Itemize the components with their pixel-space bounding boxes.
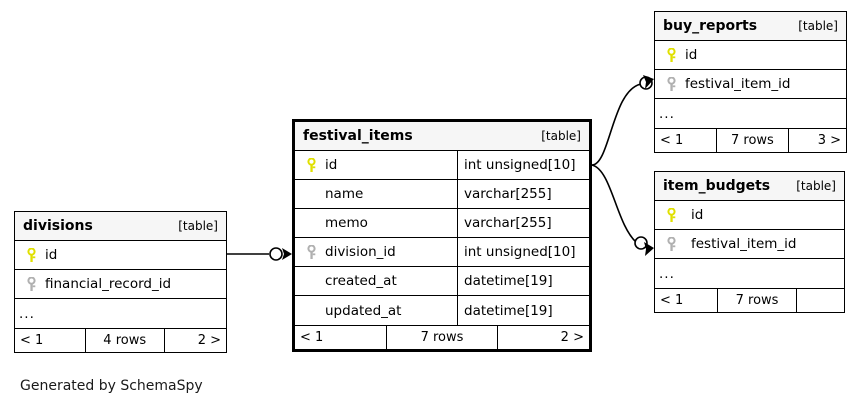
column-name: id <box>691 207 704 223</box>
crowfoot-festival-items-division <box>282 248 292 260</box>
table-item-budgets-columns: id festival_item_id ... <box>655 201 844 288</box>
table-buy-reports-tag: [table] <box>798 19 838 33</box>
next-page-button[interactable]: 3 > <box>817 133 841 148</box>
column-row[interactable]: name varchar[255] <box>295 180 589 209</box>
column-name: id <box>325 157 338 173</box>
row-count-label: 7 rows <box>717 289 797 312</box>
column-name: name <box>325 186 364 202</box>
column-row-more[interactable]: ... <box>655 99 846 128</box>
column-type: datetime[19] <box>457 267 589 295</box>
primary-key-icon <box>301 157 321 173</box>
table-item-budgets-tag: [table] <box>796 179 836 193</box>
column-name: festival_item_id <box>691 236 797 252</box>
foreign-key-icon <box>661 236 681 252</box>
column-row[interactable]: id <box>655 201 844 230</box>
table-buy-reports-columns: id festival_item_id ... <box>655 41 846 128</box>
column-name: financial_record_id <box>45 276 172 292</box>
crowfoot-item-budgets <box>644 242 654 256</box>
column-name: ... <box>19 305 35 322</box>
row-count-label: 7 rows <box>386 326 498 349</box>
column-name: created_at <box>325 273 397 289</box>
foreign-key-icon <box>21 276 41 292</box>
column-row-more[interactable]: ... <box>15 299 226 328</box>
column-row[interactable]: festival_item_id <box>655 230 844 259</box>
table-divisions-tag: [table] <box>178 219 218 233</box>
foreign-key-icon <box>301 244 321 260</box>
optional-marker-divisions <box>269 247 283 261</box>
prev-page-button[interactable]: < 1 <box>660 293 684 308</box>
column-type: varchar[255] <box>457 180 589 208</box>
optional-marker-item-budgets <box>634 236 648 250</box>
column-row[interactable]: id int unsigned[10] <box>295 151 589 180</box>
column-type: int unsigned[10] <box>457 238 589 266</box>
column-name: ... <box>659 265 675 282</box>
column-type: datetime[19] <box>457 296 589 325</box>
table-divisions-header: divisions [table] <box>15 212 226 241</box>
column-row-more[interactable]: ... <box>655 259 844 288</box>
table-item-budgets[interactable]: item_budgets [table] id <box>654 171 845 313</box>
prev-page-button[interactable]: < 1 <box>660 133 684 148</box>
primary-key-icon <box>21 247 41 263</box>
column-type: varchar[255] <box>457 209 589 237</box>
column-row[interactable]: festival_item_id <box>655 70 846 99</box>
prev-page-button[interactable]: < 1 <box>300 330 324 345</box>
table-festival-items-tag: [table] <box>541 129 581 143</box>
column-name: division_id <box>325 244 396 260</box>
table-festival-items-header: festival_items [table] <box>295 122 589 151</box>
table-divisions-columns: id financial_record_id ... <box>15 241 226 328</box>
table-divisions[interactable]: divisions [table] id f <box>14 211 227 353</box>
table-item-budgets-name: item_budgets <box>663 178 771 194</box>
next-page-button[interactable]: 2 > <box>560 330 584 345</box>
column-name: ... <box>659 105 675 122</box>
table-divisions-name: divisions <box>23 218 93 234</box>
table-item-budgets-header: item_budgets [table] <box>655 172 844 201</box>
column-name: updated_at <box>325 302 402 319</box>
table-festival-items-footer: < 1 7 rows 2 > <box>295 325 589 349</box>
column-row[interactable]: id <box>15 241 226 270</box>
column-row[interactable]: memo varchar[255] <box>295 209 589 238</box>
column-row[interactable]: updated_at datetime[19] <box>295 296 589 325</box>
table-item-budgets-footer: < 1 7 rows <box>655 288 844 312</box>
foreign-key-icon <box>661 76 681 92</box>
column-row[interactable]: division_id int unsigned[10] <box>295 238 589 267</box>
table-festival-items-columns: id int unsigned[10] name varchar[255] me… <box>295 151 589 325</box>
primary-key-icon <box>661 207 681 223</box>
relation-festival-items-item-budgets <box>591 164 638 244</box>
table-buy-reports-name: buy_reports <box>663 18 758 34</box>
next-page-button[interactable] <box>797 289 844 312</box>
crowfoot-buy-reports <box>643 75 654 89</box>
column-name: id <box>685 47 698 63</box>
relation-festival-items-buy-reports <box>591 83 642 166</box>
column-name: memo <box>325 215 368 231</box>
table-festival-items[interactable]: festival_items [table] id int unsigned[1… <box>292 119 592 352</box>
column-type: int unsigned[10] <box>457 151 589 179</box>
column-row[interactable]: id <box>655 41 846 70</box>
table-buy-reports-header: buy_reports [table] <box>655 12 846 41</box>
table-buy-reports-footer: < 1 7 rows 3 > <box>655 128 846 152</box>
table-divisions-footer: < 1 4 rows 2 > <box>15 328 226 352</box>
next-page-button[interactable]: 2 > <box>197 333 221 348</box>
column-row[interactable]: created_at datetime[19] <box>295 267 589 296</box>
table-buy-reports[interactable]: buy_reports [table] id <box>654 11 847 153</box>
optional-marker-buy-reports <box>639 76 653 90</box>
row-count-label: 7 rows <box>716 129 789 152</box>
column-name: id <box>45 247 58 263</box>
prev-page-button[interactable]: < 1 <box>20 333 44 348</box>
column-row[interactable]: financial_record_id <box>15 270 226 299</box>
column-name: festival_item_id <box>685 76 791 92</box>
table-festival-items-name: festival_items <box>303 128 413 144</box>
primary-key-icon <box>661 47 681 63</box>
row-count-label: 4 rows <box>84 329 165 352</box>
generated-by-caption: Generated by SchemaSpy <box>20 378 203 394</box>
